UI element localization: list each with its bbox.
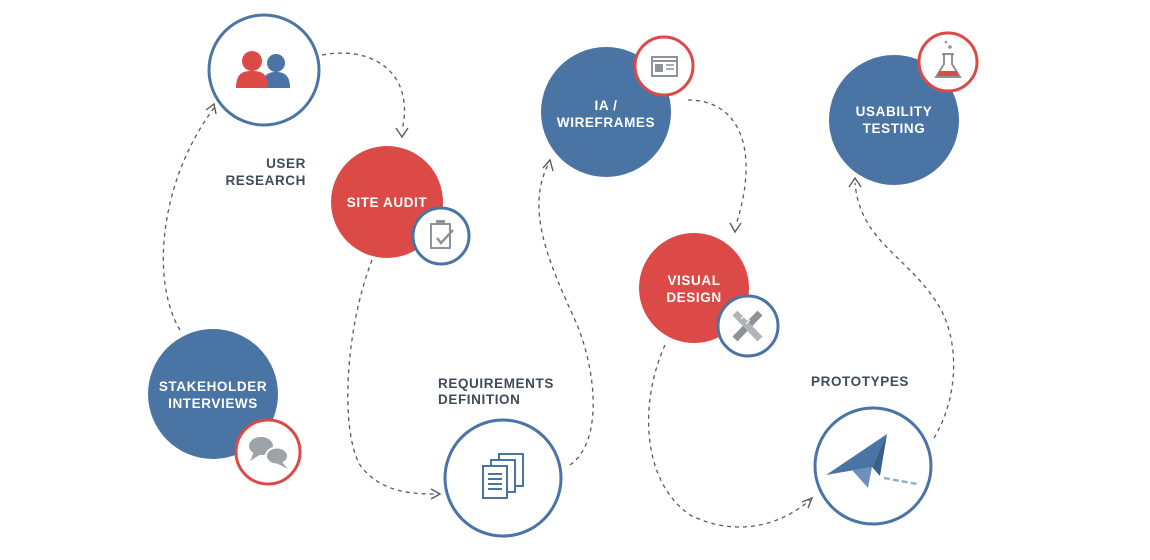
connectors	[162, 52, 955, 528]
step-label-line2: DESIGN	[666, 290, 721, 305]
step-circle	[148, 329, 278, 459]
clipboard-check-icon	[430, 220, 454, 249]
step-requirements-definition: REQUIREMENTS DEFINITION	[438, 376, 563, 538]
step-stakeholder-interviews: STAKEHOLDER INTERVIEWS	[148, 329, 302, 486]
step-prototypes: PROTOTYPES	[811, 374, 933, 526]
step-usability-testing: USABILITY TESTING	[829, 31, 979, 185]
connector-arrowhead	[430, 488, 442, 500]
step-user-research: USER RESEARCH	[207, 13, 321, 188]
icon-badge	[633, 35, 695, 97]
wireframe-window-icon	[651, 56, 678, 77]
icon-badge	[917, 31, 979, 93]
step-circle	[829, 55, 959, 185]
step-label-line1: SITE AUDIT	[347, 195, 428, 210]
step-label-line2: WIREFRAMES	[557, 115, 655, 130]
icon-badge	[411, 206, 471, 266]
connector-visual-to-prototypes	[647, 344, 811, 528]
step-label-line1: STAKEHOLDER	[159, 379, 267, 394]
step-circle	[207, 13, 321, 127]
step-label-line2: INTERVIEWS	[168, 396, 258, 411]
step-site-audit: SITE AUDIT	[331, 146, 471, 266]
step-label-line1: REQUIREMENTS	[438, 376, 554, 391]
documents-icon	[482, 453, 524, 499]
step-label-line1: IA /	[595, 98, 618, 113]
step-label-line1: VISUAL	[667, 273, 720, 288]
users-icon	[236, 51, 290, 88]
connector-arrowhead	[729, 222, 742, 234]
step-label-line2: RESEARCH	[225, 173, 306, 188]
step-ia-wireframes: IA / WIREFRAMES	[541, 35, 695, 177]
step-label-line1: USER	[266, 156, 306, 171]
step-visual-design: VISUAL DESIGN	[639, 233, 780, 358]
connector-arrowhead	[848, 176, 862, 188]
connector-arrowhead	[395, 127, 409, 139]
pencil-ruler-icon	[732, 310, 763, 342]
connector-prototypes-to-testing	[854, 182, 955, 439]
connector-requirements-to-wireframes	[538, 164, 594, 466]
connector-arrowhead	[542, 158, 554, 172]
connector-arrowhead	[801, 496, 814, 509]
connector-wireframes-to-visual	[687, 99, 747, 226]
chat-bubbles-icon	[249, 437, 289, 469]
step-label-line2: DEFINITION	[438, 392, 521, 407]
connector-arrowhead	[205, 102, 217, 115]
step-label-line2: TESTING	[863, 121, 926, 136]
connector-interviews-to-research	[162, 107, 215, 331]
paper-plane-icon	[826, 434, 918, 488]
step-label-line1: PROTOTYPES	[811, 374, 909, 389]
flask-icon	[934, 40, 962, 78]
connector-research-to-audit	[321, 52, 406, 131]
step-label-line1: USABILITY	[856, 104, 933, 119]
connector-audit-to-requirements	[347, 259, 437, 495]
